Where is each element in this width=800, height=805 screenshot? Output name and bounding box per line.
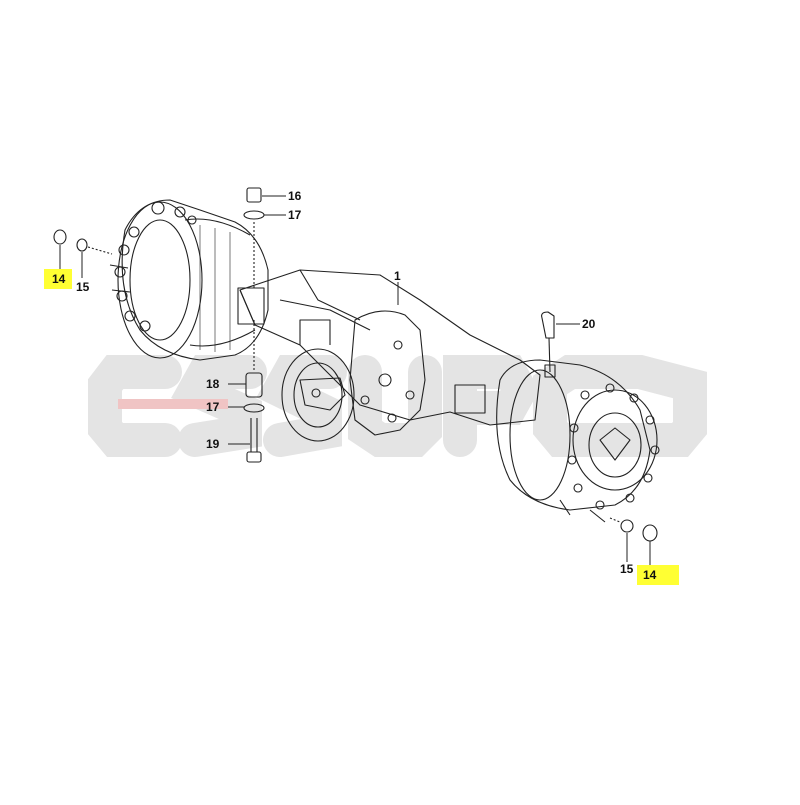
- right-nut-washer: [609, 517, 658, 542]
- callout-17-lower: 17: [206, 400, 220, 414]
- left-hub-studs: [109, 201, 197, 332]
- callout-18: 18: [206, 377, 220, 391]
- washer-part-15-right: [620, 519, 634, 533]
- highlight-14-left: [44, 269, 72, 289]
- washer-part-15-left: [76, 238, 88, 252]
- washer-part-17-upper: [243, 210, 265, 220]
- nut-part-14-left: [53, 229, 67, 245]
- differential-housing: [349, 310, 426, 436]
- callout-14-right: 14: [643, 568, 657, 582]
- callout-15-right: 15: [620, 562, 634, 576]
- elbow-fitting-part-20: [541, 311, 556, 378]
- brake-disc: [281, 348, 355, 442]
- left-nut-washer: [53, 229, 113, 255]
- left-hub-assembly: [109, 199, 269, 361]
- right-hub-assembly: [496, 359, 660, 523]
- callout-15-left: 15: [76, 280, 90, 294]
- callout-20: 20: [582, 317, 596, 331]
- washer-part-17-lower: [243, 403, 265, 413]
- callout-17-upper: 17: [288, 208, 302, 222]
- callout-1: 1: [394, 269, 401, 283]
- right-hub-studs: [559, 383, 660, 523]
- callout-19: 19: [206, 437, 220, 451]
- axle-beam: [237, 269, 541, 426]
- bushing-stack: [243, 187, 265, 463]
- callout-16: 16: [288, 189, 302, 203]
- highlight-14-right: [637, 565, 679, 585]
- nut-part-14-right: [642, 524, 658, 542]
- nut-part-16: [246, 187, 262, 203]
- sleeve-part-18: [245, 372, 263, 398]
- watermark: [88, 355, 707, 457]
- callout-14-left: 14: [52, 272, 66, 286]
